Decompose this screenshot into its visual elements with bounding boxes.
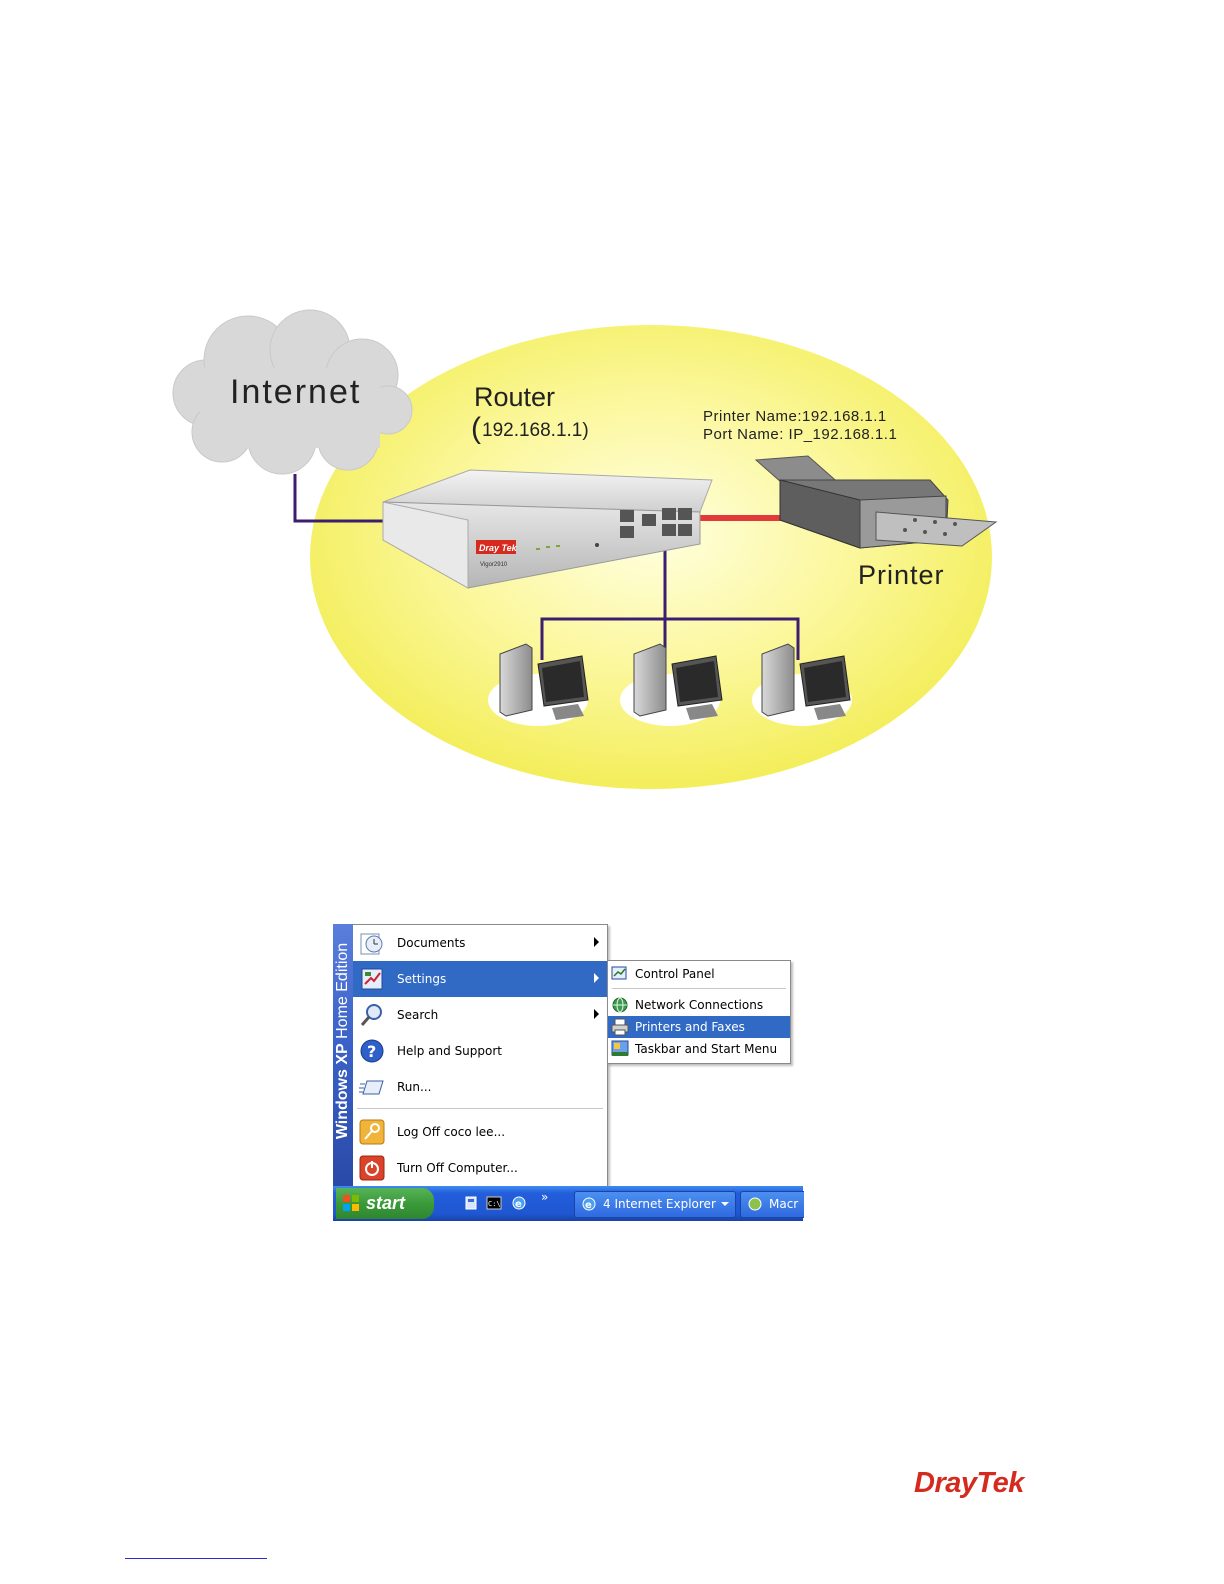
key-icon — [359, 1119, 385, 1145]
menu-item-label: Settings — [397, 972, 447, 986]
pc-left — [488, 643, 589, 726]
router-device: Dray Tek Vigor2910 — [382, 469, 713, 589]
submenu-item-network-connections[interactable]: Network Connections — [608, 994, 790, 1016]
footer-rule — [125, 1558, 267, 1559]
taskbar-icon — [611, 1040, 629, 1056]
svg-text:DrayTek: DrayTek — [914, 1467, 1026, 1499]
router-model: Vigor2910 — [480, 562, 508, 568]
submenu-item-label: Control Panel — [635, 967, 715, 981]
start-label: start — [366, 1193, 406, 1213]
menu-item-search[interactable]: Search — [353, 997, 607, 1033]
submenu-item-control-panel[interactable]: Control Panel — [608, 963, 790, 985]
side-banner-product: Windows XP — [334, 1043, 351, 1140]
start-menu-side-banner: Windows XP Home Edition — [333, 924, 353, 1186]
settings-submenu: Control Panel Network Connections Printe… — [607, 960, 791, 1064]
help-icon: ? — [360, 1039, 384, 1063]
submenu-item-label: Taskbar and Start Menu — [635, 1042, 778, 1056]
printer-name-line: Printer Name:192.168.1.1 — [703, 408, 887, 425]
lan-branch-cable — [540, 617, 800, 660]
pc-middle — [620, 643, 723, 726]
search-icon — [360, 1004, 382, 1026]
settings-icon — [361, 968, 383, 990]
menu-item-turn-off[interactable]: Turn Off Computer... — [353, 1150, 607, 1186]
menu-item-log-off[interactable]: Log Off coco lee... — [353, 1114, 607, 1150]
command-prompt-icon[interactable]: C:\ — [486, 1195, 502, 1211]
start-menu-panel: Documents Settings Search ? — [353, 924, 608, 1188]
router-brand: Dray Tek — [479, 543, 518, 553]
task-label: 4 Internet Explorer — [603, 1197, 716, 1211]
pc-right — [752, 643, 852, 726]
svg-text:C:\: C:\ — [488, 1200, 501, 1208]
router-ip: 192.168.1.1) — [482, 420, 589, 441]
menu-item-label: Run... — [397, 1080, 432, 1094]
submenu-item-label: Network Connections — [635, 998, 764, 1012]
control-panel-icon — [611, 966, 627, 980]
internet-explorer-icon[interactable]: e — [511, 1195, 527, 1211]
menu-item-label: Log Off coco lee... — [397, 1125, 506, 1139]
task-macromedia[interactable]: Macr — [740, 1191, 804, 1218]
internet-cloud — [172, 309, 413, 475]
show-desktop-icon[interactable] — [463, 1195, 479, 1211]
menu-item-label: Documents — [397, 936, 466, 950]
menu-item-documents[interactable]: Documents — [353, 925, 607, 961]
router-label: Router — [474, 382, 555, 412]
side-banner-edition: Home Edition — [334, 942, 351, 1039]
task-internet-explorer[interactable]: e 4 Internet Explorer — [574, 1191, 736, 1218]
start-button[interactable]: start — [336, 1188, 434, 1219]
internet-explorer-icon: e — [582, 1197, 596, 1211]
run-icon — [359, 1080, 384, 1095]
submenu-item-taskbar-and-start-menu[interactable]: Taskbar and Start Menu — [608, 1038, 790, 1060]
menu-item-run[interactable]: Run... — [353, 1069, 607, 1105]
draytek-logo: DrayTek — [914, 1467, 1027, 1499]
taskbar: start C:\ e » e 4 Internet Explorer Macr — [333, 1186, 804, 1221]
printer-label: Printer — [858, 560, 945, 590]
task-group-dropdown-icon — [721, 1202, 729, 1206]
svg-text:e: e — [585, 1200, 592, 1211]
menu-separator — [357, 1108, 603, 1109]
power-icon — [359, 1155, 385, 1181]
svg-text:e: e — [515, 1199, 522, 1210]
menu-item-settings[interactable]: Settings — [353, 961, 607, 997]
documents-icon — [360, 933, 383, 955]
quick-launch-more[interactable]: » — [541, 1190, 549, 1204]
printer-icon — [611, 1018, 629, 1036]
router-ip-paren: ( — [471, 412, 481, 445]
submenu-arrow-icon — [594, 937, 599, 947]
windows-flag-icon — [343, 1195, 359, 1211]
logo-tek: Tek — [977, 1467, 1027, 1499]
network-diagram: Internet Dray Tek Vigor2910 Router ( 192… — [172, 309, 998, 789]
macromedia-icon — [748, 1197, 762, 1211]
printer-device — [754, 455, 998, 549]
submenu-item-label: Printers and Faxes — [635, 1020, 745, 1034]
menu-item-label: Help and Support — [397, 1044, 502, 1058]
svg-text:?: ? — [367, 1042, 376, 1061]
task-label: Macr — [769, 1197, 799, 1211]
start-menu-screenshot: Windows XP Home Edition Documents Settin… — [333, 924, 804, 1221]
menu-item-label: Search — [397, 1008, 439, 1022]
menu-item-help-and-support[interactable]: ? Help and Support — [353, 1033, 607, 1069]
port-name-line: Port Name: IP_192.168.1.1 — [703, 426, 897, 443]
logo-dray: Dray — [914, 1467, 979, 1499]
submenu-separator — [612, 988, 786, 989]
internet-label: Internet — [230, 373, 361, 411]
submenu-arrow-icon — [594, 1009, 599, 1019]
menu-item-label: Turn Off Computer... — [397, 1161, 518, 1175]
submenu-item-printers-and-faxes[interactable]: Printers and Faxes — [608, 1016, 790, 1038]
submenu-arrow-icon — [594, 973, 599, 983]
network-icon — [612, 997, 628, 1013]
